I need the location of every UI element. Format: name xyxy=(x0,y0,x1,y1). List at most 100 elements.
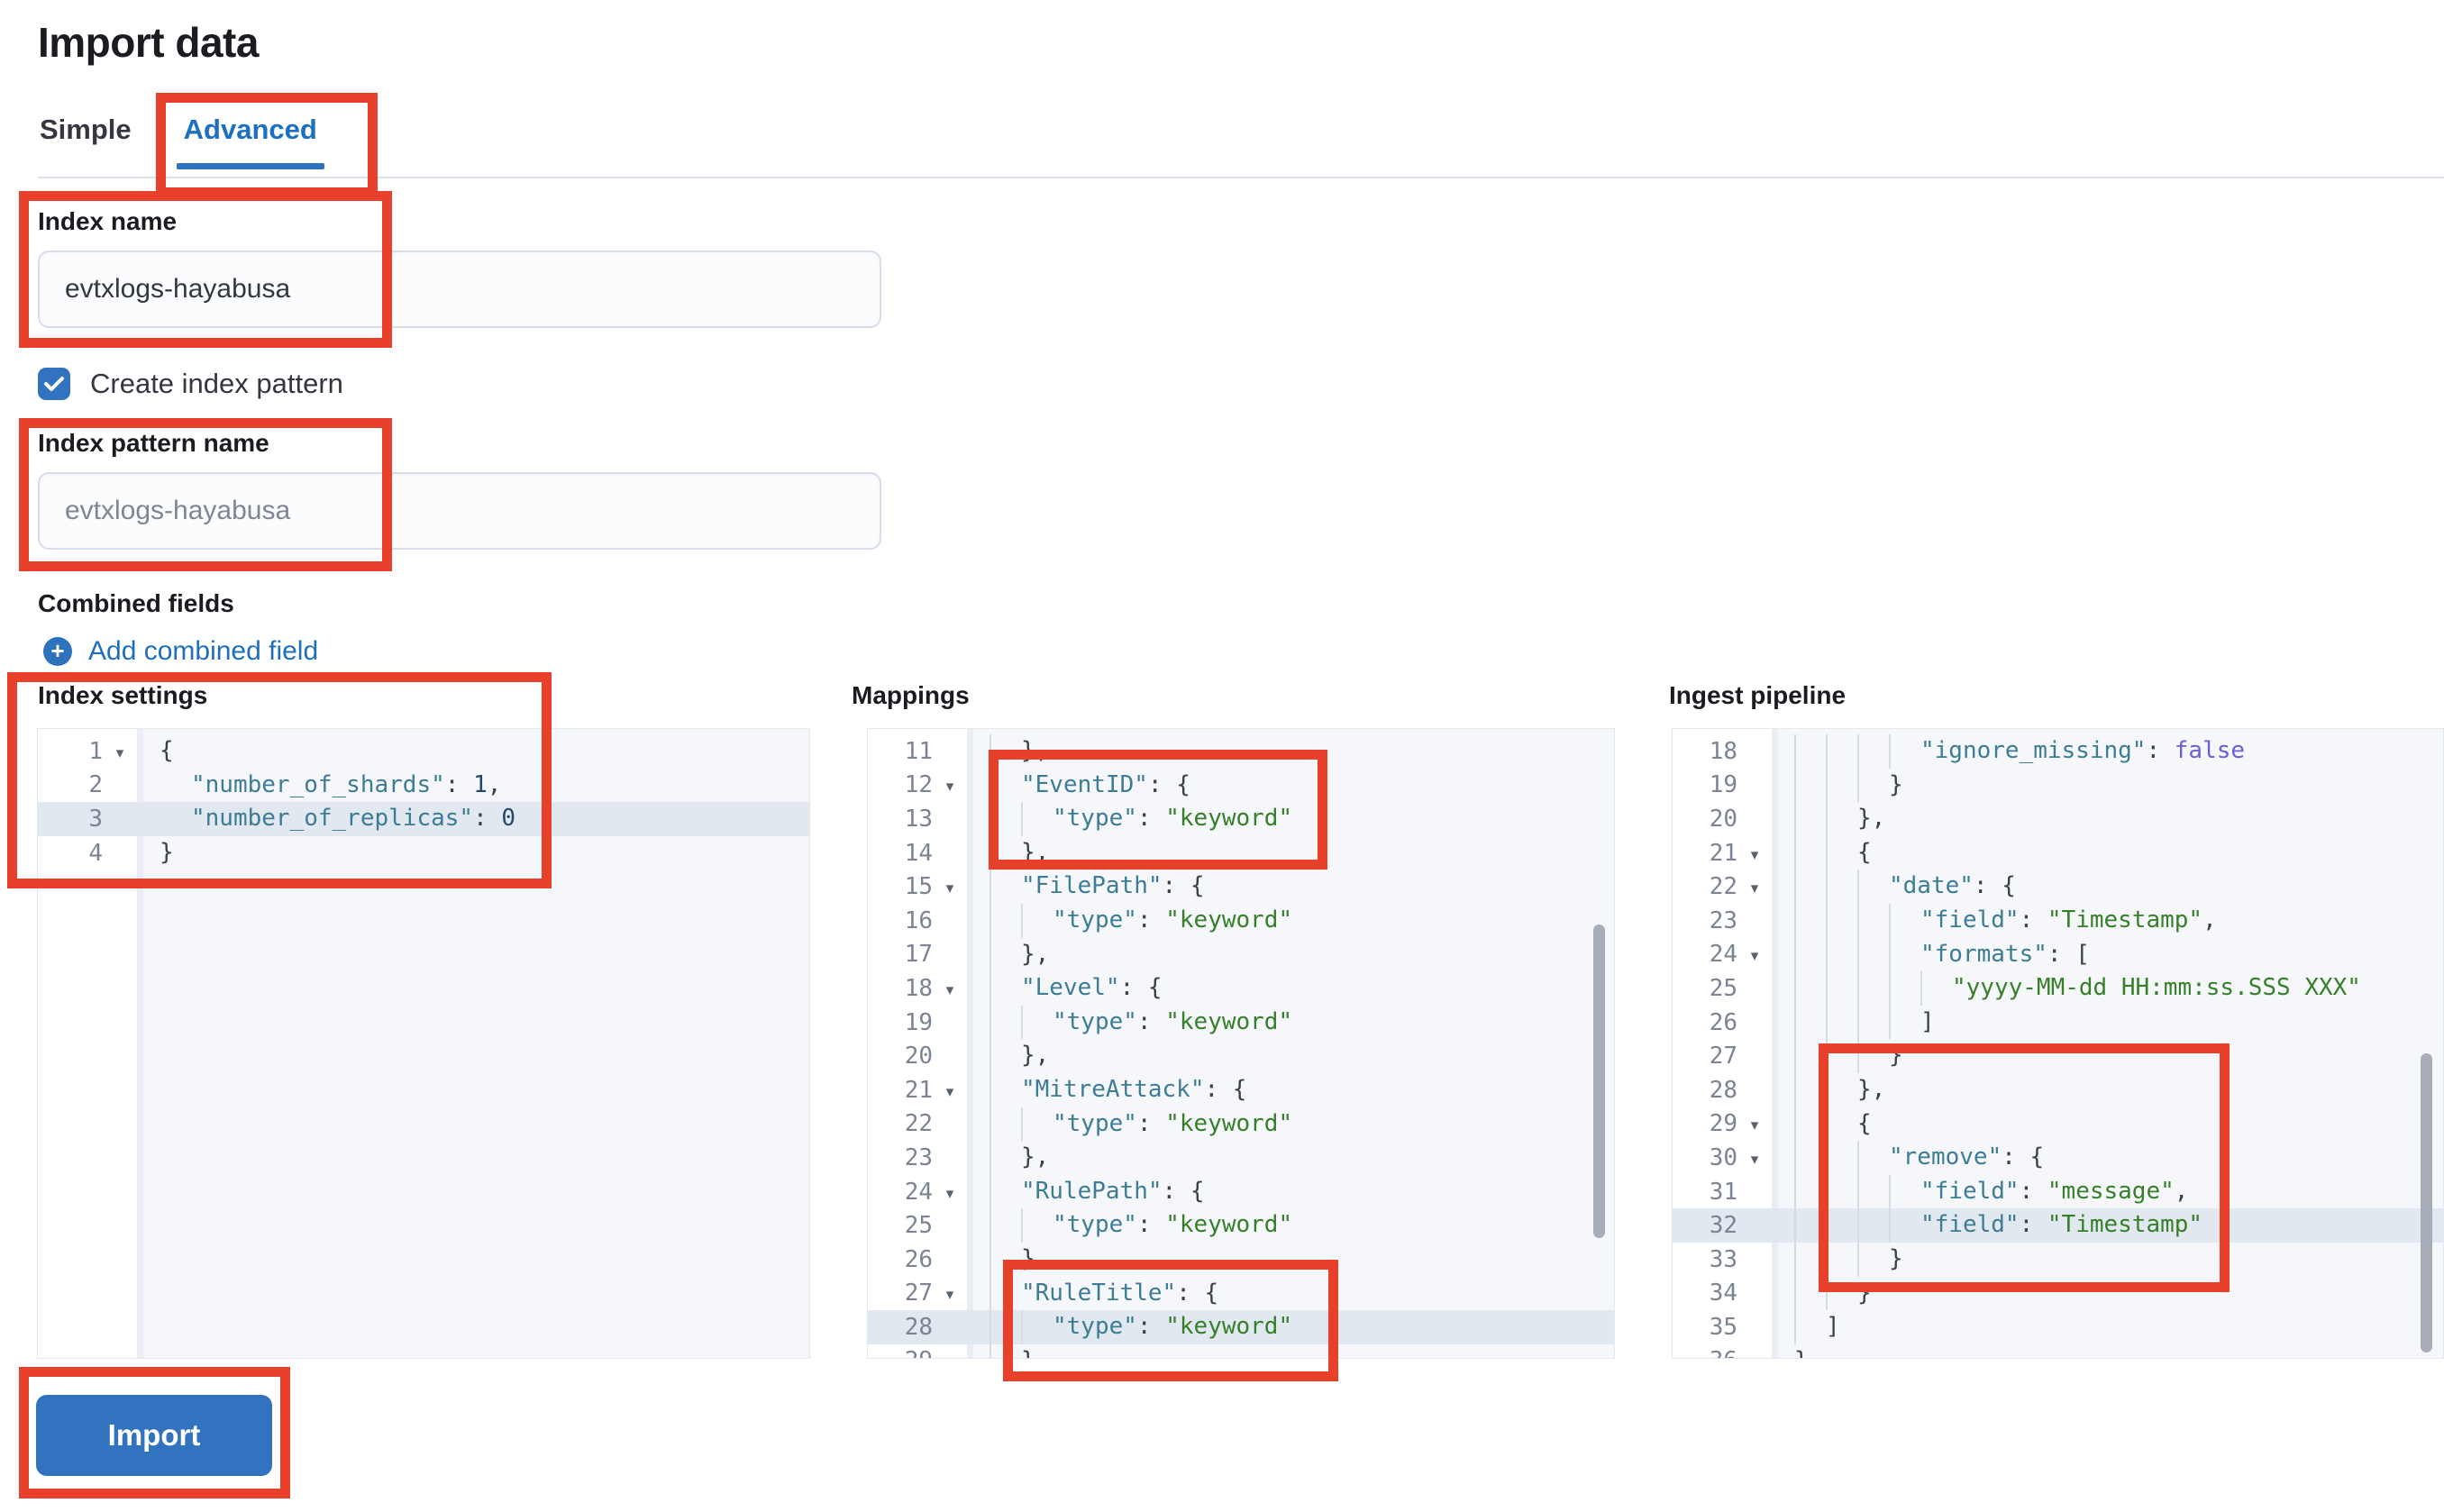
editor-scrollbar-thumb[interactable] xyxy=(1593,925,1605,1238)
code-text: ] xyxy=(1772,1310,2443,1344)
code-line[interactable]: 20}, xyxy=(1673,802,2443,836)
code-line[interactable]: 33} xyxy=(1673,1242,2443,1277)
code-line[interactable]: 26] xyxy=(1673,1005,2443,1040)
tab-bar: Simple Advanced xyxy=(40,114,324,169)
code-line[interactable]: 4} xyxy=(38,836,809,870)
code-line[interactable]: 28"type": "keyword" xyxy=(868,1310,1614,1344)
code-line[interactable]: 24▾"formats": [ xyxy=(1673,937,2443,972)
code-line[interactable]: 20}, xyxy=(868,1039,1614,1073)
import-button[interactable]: Import xyxy=(36,1395,272,1476)
code-line[interactable]: 19} xyxy=(1673,768,2443,803)
editor-scrollbar-thumb[interactable] xyxy=(2421,1053,2432,1353)
index-name-input[interactable] xyxy=(38,250,881,328)
code-line[interactable]: 27▾"RuleTitle": { xyxy=(868,1276,1614,1311)
code-line[interactable]: 29▾{ xyxy=(1673,1107,2443,1142)
fold-arrow-icon[interactable]: ▾ xyxy=(1750,1116,1759,1134)
line-number: 32 xyxy=(1709,1212,1737,1240)
code-line[interactable]: 24▾"RulePath": { xyxy=(868,1174,1614,1209)
fold-arrow-icon[interactable]: ▾ xyxy=(115,743,124,761)
code-line[interactable]: 34} xyxy=(1673,1276,2443,1311)
code-line[interactable]: 2"number_of_shards": 1, xyxy=(38,769,809,803)
fold-gutter xyxy=(933,919,967,923)
fold-gutter xyxy=(933,1325,967,1329)
code-line[interactable]: 31"field": "message", xyxy=(1673,1174,2443,1209)
page-title: Import data xyxy=(38,19,259,66)
code-line[interactable]: 21 ▾ "MitreAttack": { xyxy=(868,1072,1614,1107)
line-number: 19 xyxy=(1709,771,1737,799)
line-number: 21 xyxy=(904,1076,933,1104)
ingest-pipeline-label: Ingest pipeline xyxy=(1669,681,1847,709)
tab-simple[interactable]: Simple xyxy=(40,114,132,145)
fold-arrow-icon[interactable]: ▾ xyxy=(1750,1150,1759,1168)
code-line[interactable]: 1▾{ xyxy=(38,734,809,769)
fold-arrow-icon[interactable]: ▾ xyxy=(945,1184,954,1202)
fold-arrow-icon[interactable]: ▾ xyxy=(1750,879,1759,897)
code-line[interactable]: 17}, xyxy=(868,937,1614,972)
tab-advanced[interactable]: Advanced xyxy=(176,114,324,169)
code-line[interactable]: 18"ignore_missing": false xyxy=(1673,734,2443,769)
code-text: }, xyxy=(967,937,1614,972)
code-line[interactable]: 22 "type": "keyword" xyxy=(868,1107,1614,1142)
code-line[interactable]: 25"type": "keyword" xyxy=(868,1208,1614,1243)
line-number: 11 xyxy=(904,737,933,765)
mappings-editor[interactable]: 11},12▾"EventID": {13"type": "keyword"14… xyxy=(867,728,1615,1359)
code-line[interactable]: 30▾"remove": { xyxy=(1673,1141,2443,1175)
code-line[interactable]: 27} xyxy=(1673,1039,2443,1073)
editor-gutter-border xyxy=(967,729,973,1358)
fold-gutter xyxy=(1737,783,1772,787)
code-line[interactable]: 14}, xyxy=(868,835,1614,870)
line-number: 36 xyxy=(1673,1347,1737,1358)
fold-arrow-icon[interactable]: ▾ xyxy=(945,778,954,796)
fold-arrow-icon[interactable]: ▾ xyxy=(945,1082,954,1100)
code-text: "MitreAttack": { xyxy=(967,1072,1614,1107)
code-line[interactable]: 23}, xyxy=(868,1141,1614,1175)
code-text: "RulePath": { xyxy=(967,1174,1614,1209)
index-settings-editor[interactable]: 1▾{2"number_of_shards": 1,3"number_of_re… xyxy=(37,728,810,1359)
code-line[interactable]: 19"type": "keyword" xyxy=(868,1005,1614,1040)
fold-gutter xyxy=(1737,1291,1772,1295)
fold-arrow-icon[interactable]: ▾ xyxy=(1750,947,1759,965)
code-line[interactable]: 32 "field": "Timestamp" xyxy=(1673,1208,2443,1243)
create-index-pattern-checkbox[interactable] xyxy=(38,368,70,400)
add-combined-field-button[interactable]: + Add combined field xyxy=(43,636,318,667)
code-line[interactable]: 3"number_of_replicas": 0 xyxy=(38,802,809,836)
code-line[interactable]: 36} xyxy=(1673,1344,2443,1358)
code-text: "type": "keyword" xyxy=(967,1107,1614,1142)
code-line[interactable]: 25"yyyy-MM-dd HH:mm:ss.SSS XXX" xyxy=(1673,971,2443,1006)
code-line[interactable]: 11}, xyxy=(868,734,1614,769)
fold-gutter xyxy=(103,817,137,821)
line-number: 28 xyxy=(904,1313,933,1341)
create-index-pattern-label[interactable]: Create index pattern xyxy=(90,368,343,399)
fold-arrow-icon[interactable]: ▾ xyxy=(945,1286,954,1304)
code-line[interactable]: 13"type": "keyword" xyxy=(868,802,1614,836)
code-text: { xyxy=(1772,1107,2443,1142)
line-number: 22 xyxy=(904,1110,933,1138)
code-text: }, xyxy=(1772,1072,2443,1107)
code-line[interactable]: 22▾"date": { xyxy=(1673,870,2443,904)
code-line[interactable]: 18▾"Level": { xyxy=(868,971,1614,1006)
fold-arrow-icon[interactable]: ▾ xyxy=(945,980,954,998)
code-text: } xyxy=(160,838,174,866)
code-text: "RuleTitle": { xyxy=(967,1276,1614,1311)
code-line[interactable]: 16"type": "keyword" xyxy=(868,903,1614,938)
code-line[interactable]: 12▾"EventID": { xyxy=(868,768,1614,803)
code-line[interactable]: 29}, xyxy=(868,1343,1614,1358)
code-line[interactable]: 35] xyxy=(1673,1310,2443,1344)
fold-arrow-icon[interactable]: ▾ xyxy=(945,879,954,897)
code-line[interactable]: 23"field": "Timestamp", xyxy=(1673,903,2443,938)
fold-gutter xyxy=(1737,1325,1772,1329)
code-text: "field": "Timestamp" xyxy=(1772,1208,2443,1243)
line-number: 26 xyxy=(1709,1008,1737,1036)
line-number: 29 xyxy=(868,1347,933,1358)
create-index-pattern-row: Create index pattern xyxy=(38,368,343,400)
code-line[interactable]: 28}, xyxy=(1673,1072,2443,1107)
fold-arrow-icon[interactable]: ▾ xyxy=(1750,845,1759,863)
code-line[interactable]: 21▾{ xyxy=(1673,835,2443,870)
code-text: } xyxy=(1772,1344,2443,1358)
code-line[interactable]: 26}, xyxy=(868,1242,1614,1277)
index-settings-label: Index settings xyxy=(38,681,208,709)
code-line[interactable]: 15▾"FilePath": { xyxy=(868,870,1614,904)
index-pattern-name-input[interactable] xyxy=(38,472,881,550)
fold-gutter xyxy=(933,817,967,821)
